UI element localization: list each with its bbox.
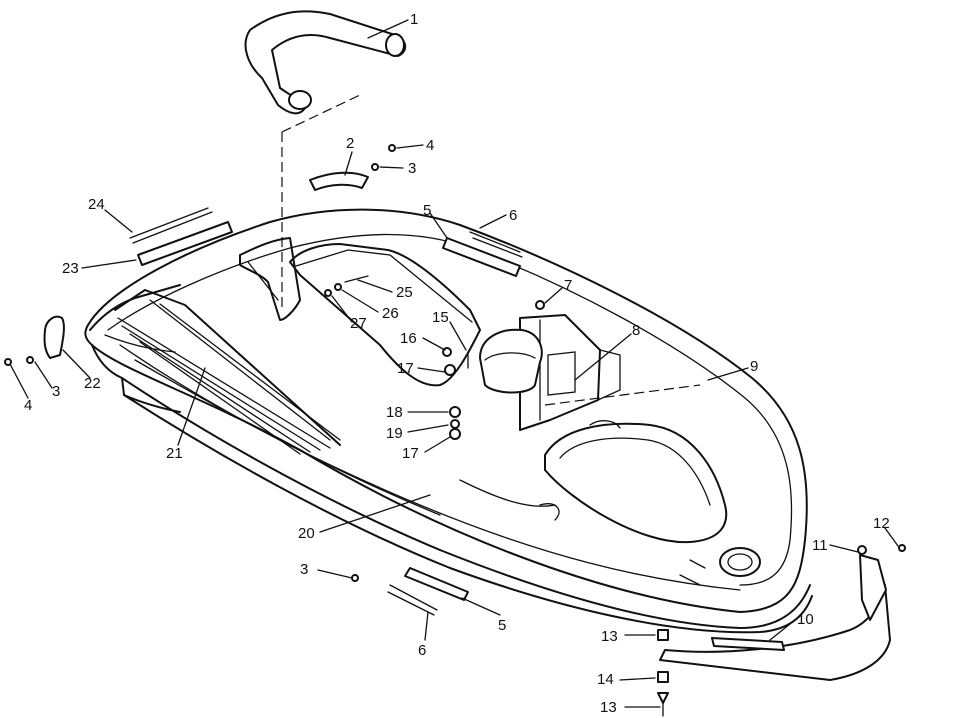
callout-7: 7 bbox=[564, 277, 572, 294]
callout-3: 3 bbox=[408, 160, 416, 177]
callout-26: 26 bbox=[382, 305, 399, 322]
cover-pad bbox=[309, 171, 369, 191]
hardware bbox=[4, 144, 906, 717]
callout-16: 16 bbox=[400, 330, 417, 347]
callout-21: 21 bbox=[166, 445, 183, 462]
callout-14: 14 bbox=[597, 671, 614, 688]
callout-9: 9 bbox=[750, 358, 758, 375]
callout-13-top: 13 bbox=[601, 628, 618, 645]
callout-labels: 1 2 3 4 5 6 7 8 9 10 11 12 13 13 14 15 1… bbox=[24, 11, 890, 716]
callout-11: 11 bbox=[812, 537, 828, 554]
callout-1: 1 bbox=[410, 11, 418, 28]
callout-8: 8 bbox=[632, 322, 640, 339]
callout-6-side: 6 bbox=[418, 642, 426, 659]
callout-20: 20 bbox=[298, 525, 315, 542]
callout-6: 6 bbox=[509, 207, 517, 224]
callout-19: 19 bbox=[386, 425, 403, 442]
callout-23: 23 bbox=[62, 260, 79, 277]
grab-handle bbox=[244, 10, 407, 115]
callout-27: 27 bbox=[350, 315, 367, 332]
callout-5-side: 5 bbox=[498, 617, 506, 634]
trim-strips bbox=[129, 207, 523, 616]
callout-3-rear: 3 bbox=[52, 383, 60, 400]
callout-22: 22 bbox=[84, 375, 101, 392]
callout-17-top: 17 bbox=[397, 360, 414, 377]
bow-bumper bbox=[659, 554, 891, 681]
callout-3-side: 3 bbox=[300, 561, 308, 578]
rear-handle bbox=[43, 315, 65, 359]
callout-25: 25 bbox=[396, 284, 413, 301]
hull bbox=[84, 94, 813, 634]
callout-24: 24 bbox=[88, 196, 105, 213]
callout-10: 10 bbox=[797, 611, 814, 628]
callout-15: 15 bbox=[432, 309, 449, 326]
callout-18: 18 bbox=[386, 404, 403, 421]
callout-4: 4 bbox=[426, 137, 434, 154]
callout-2: 2 bbox=[346, 135, 354, 152]
leader-lines bbox=[9, 19, 899, 708]
callout-13-bottom: 13 bbox=[600, 699, 617, 716]
callout-12: 12 bbox=[873, 515, 890, 532]
callout-4-rear: 4 bbox=[24, 397, 32, 414]
callout-17-bottom: 17 bbox=[402, 445, 419, 462]
callout-5: 5 bbox=[423, 202, 431, 219]
